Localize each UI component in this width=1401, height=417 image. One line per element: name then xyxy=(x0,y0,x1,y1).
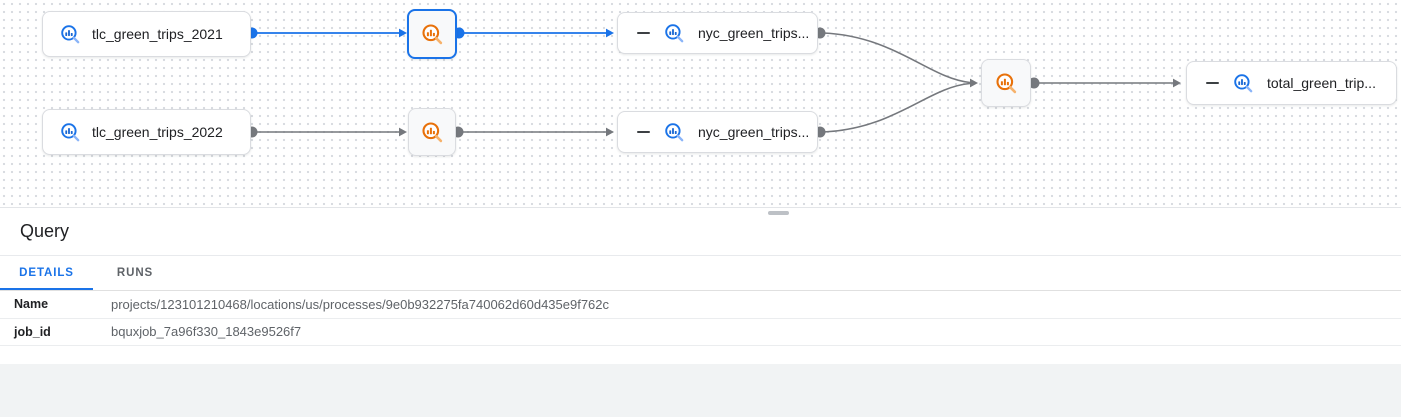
detail-row-job-id: job_id bquxjob_7a96f330_1843e9526f7 xyxy=(0,319,1401,346)
node-nyc-green-trips-2021[interactable]: nyc_green_trips... xyxy=(617,12,818,54)
edge-process-to-nyc2022 xyxy=(452,126,614,138)
detail-value: projects/123101210468/locations/us/proce… xyxy=(111,296,610,312)
node-total-green-trips[interactable]: total_green_trip... xyxy=(1186,61,1397,105)
bigquery-table-icon xyxy=(61,25,80,44)
minus-icon[interactable] xyxy=(637,131,650,133)
details-panel: Query DETAILS RUNS Name projects/1231012… xyxy=(0,208,1401,346)
tab-bar: DETAILS RUNS xyxy=(0,256,1401,291)
minus-icon[interactable] xyxy=(1206,82,1219,84)
bigquery-table-icon xyxy=(665,123,684,142)
tab-details[interactable]: DETAILS xyxy=(0,256,93,290)
node-tlc-green-trips-2022[interactable]: tlc_green_trips_2022 xyxy=(42,109,251,155)
sql-code-block: CREATE TABLE `myproject.data_lineage_dem… xyxy=(0,364,1401,417)
node-nyc-green-trips-2022[interactable]: nyc_green_trips... xyxy=(617,111,818,153)
node-label: tlc_green_trips_2022 xyxy=(92,124,223,140)
detail-value: bquxjob_7a96f330_1843e9526f7 xyxy=(111,324,302,340)
detail-label: job_id xyxy=(14,324,51,339)
edge-process-to-nyc2021 xyxy=(453,27,614,39)
node-label: tlc_green_trips_2021 xyxy=(92,26,223,42)
bigquery-process-icon xyxy=(422,24,443,45)
detail-label: Name xyxy=(14,297,49,312)
bigquery-table-icon xyxy=(665,24,684,43)
lineage-canvas[interactable]: tlc_green_trips_2021 nyc_green_trips. xyxy=(0,0,1401,208)
edges-layer xyxy=(246,27,1181,138)
edge-nyc2021-to-merge xyxy=(814,27,971,84)
edge-tlc2022-to-process xyxy=(246,126,407,138)
node-process-selected[interactable] xyxy=(407,9,457,59)
bigquery-process-icon xyxy=(422,122,443,143)
node-label: nyc_green_trips... xyxy=(698,124,810,140)
node-process-2022[interactable] xyxy=(408,108,456,156)
bigquery-process-icon xyxy=(996,73,1017,94)
bigquery-table-icon xyxy=(1234,74,1253,93)
node-tlc-green-trips-2021[interactable]: tlc_green_trips_2021 xyxy=(42,11,251,57)
bigquery-table-icon xyxy=(61,123,80,142)
node-label: total_green_trip... xyxy=(1267,75,1376,91)
node-label: nyc_green_trips... xyxy=(698,25,810,41)
edge-merge-to-total xyxy=(1028,77,1181,89)
node-process-merge[interactable] xyxy=(981,59,1031,107)
panel-header: Query xyxy=(0,208,1401,256)
edge-nyc2022-to-merge xyxy=(814,78,978,138)
tab-runs[interactable]: RUNS xyxy=(116,267,154,279)
panel-resize-handle[interactable] xyxy=(768,211,789,215)
minus-icon[interactable] xyxy=(637,32,650,34)
details-table: Name projects/123101210468/locations/us/… xyxy=(0,291,1401,346)
detail-row-name: Name projects/123101210468/locations/us/… xyxy=(0,291,1401,319)
edge-tlc2021-to-process xyxy=(246,27,407,39)
panel-title: Query xyxy=(20,221,70,241)
